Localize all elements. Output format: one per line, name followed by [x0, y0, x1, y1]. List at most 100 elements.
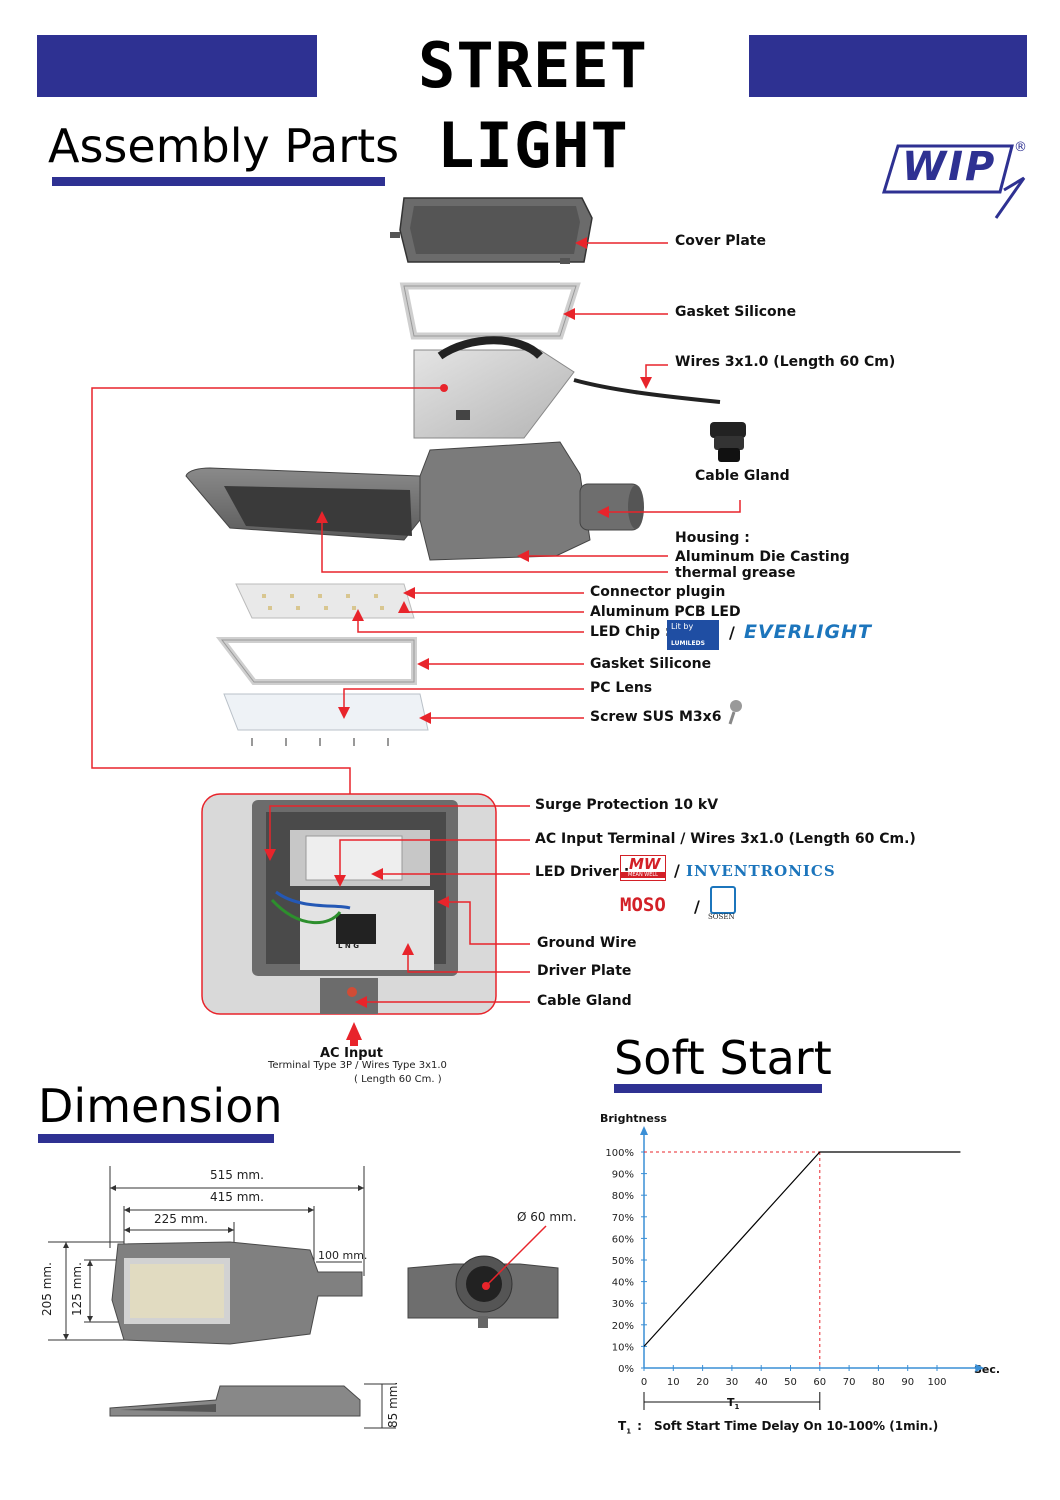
chart-ylabel: Brightness [600, 1112, 667, 1125]
label-led-driver: LED Driver : [535, 864, 630, 880]
x-tick-label: 50 [784, 1377, 797, 1388]
lumileds-lit-by: Lit by [671, 622, 694, 631]
meanwell-logo: MW MEAN WELL [620, 855, 666, 881]
inventronics-logo: INVENTRONICS [686, 862, 836, 880]
housing-image [185, 441, 644, 561]
chart-xlabel: Sec. [974, 1363, 1001, 1376]
y-tick-label: 90% [612, 1170, 634, 1181]
x-tick-label: 100 [927, 1377, 946, 1388]
label-aluminum-pcb: Aluminum PCB LED [590, 604, 741, 620]
header-bar-left [37, 35, 317, 97]
label-screw: Screw SUS M3x6 [590, 709, 722, 725]
lumileds-name: LUMILEDS [671, 640, 705, 647]
x-tick-label: 80 [872, 1377, 885, 1388]
label-cable-gland-bottom: Cable Gland [537, 993, 632, 1009]
header-bar-right [749, 35, 1027, 97]
label-connector-plugin: Connector plugin [590, 584, 726, 600]
y-tick-label: 70% [612, 1213, 634, 1224]
ac-input-title: AC Input [320, 1046, 383, 1061]
label-housing-1: Housing : [675, 530, 750, 546]
y-tick-label: 50% [612, 1256, 634, 1267]
y-tick-label: 100% [605, 1148, 634, 1159]
x-tick-label: 90 [901, 1377, 914, 1388]
front-view-image [407, 1255, 559, 1328]
dim-85: 85 mm. [386, 1381, 400, 1428]
x-tick-label: 60 [813, 1377, 826, 1388]
label-ground-wire: Ground Wire [537, 935, 637, 951]
pcb-image [235, 583, 415, 619]
y-tick-label: 10% [612, 1342, 634, 1353]
slash-led-chip: / [729, 623, 735, 642]
driver-box-image [201, 793, 497, 1015]
meanwell-mark: MW [629, 855, 661, 873]
ac-input-line1: Terminal Type 3P / Wires Type 3x1.0 [268, 1060, 447, 1071]
wip-logo-text: WIP [902, 144, 997, 190]
slash-driver-2: / [694, 897, 700, 916]
dim-125: 125 mm. [70, 1262, 84, 1316]
y-tick-label: 80% [612, 1191, 634, 1202]
assembly-parts-title: Assembly Parts [48, 119, 400, 173]
label-driver-plate: Driver Plate [537, 963, 632, 979]
label-housing-3: thermal grease [675, 565, 796, 581]
everlight-logo: EVERLIGHT [744, 621, 872, 643]
chart-t1-letter: T [727, 1396, 735, 1409]
chart-note-colon: : [637, 1419, 642, 1433]
dim-diameter: Ø 60 mm. [517, 1210, 577, 1224]
y-tick-label: 30% [612, 1299, 634, 1310]
side-view-image [109, 1385, 361, 1417]
gasket-top-image [399, 282, 581, 340]
label-cable-gland-top: Cable Gland [695, 468, 790, 484]
label-cover-plate: Cover Plate [675, 233, 766, 249]
y-axis-arrow [640, 1126, 648, 1135]
dim-515: 515 mm. [210, 1168, 264, 1182]
screw-image [728, 700, 742, 725]
chart-note-label: T1: [618, 1418, 642, 1440]
lumileds-logo: Lit by LUMILEDS [667, 620, 719, 650]
label-led-chip: LED Chip : [590, 624, 671, 640]
label-ac-input-terminal: AC Input Terminal / Wires 3x1.0 (Length … [535, 831, 916, 847]
y-tick-label: 20% [612, 1321, 634, 1332]
x-tick-label: 30 [726, 1377, 739, 1388]
dimension-underline [38, 1134, 274, 1143]
cover-plate-image [390, 197, 593, 264]
x-tick-label: 70 [843, 1377, 856, 1388]
x-tick-label: 0 [641, 1377, 647, 1388]
dimension-title: Dimension [38, 1079, 283, 1133]
x-tick-label: 10 [667, 1377, 680, 1388]
soft-start-title: Soft Start [614, 1031, 832, 1085]
dim-415: 415 mm. [210, 1190, 264, 1204]
label-surge-protection: Surge Protection 10 kV [535, 797, 719, 813]
brightness-line [643, 1151, 961, 1347]
pc-lens-image [223, 693, 429, 746]
assembly-underline [52, 177, 385, 186]
chart-note-sub: 1 [626, 1427, 632, 1436]
chart-note-letter: T [618, 1419, 627, 1433]
chart-t1: T1 [727, 1394, 739, 1416]
x-tick-label: 40 [755, 1377, 768, 1388]
slash-driver-1: / [674, 861, 680, 880]
label-gasket-silicone-bottom: Gasket Silicone [590, 656, 712, 672]
dim-225: 225 mm. [154, 1212, 208, 1226]
label-wires: Wires 3x1.0 (Length 60 Cm) [675, 354, 896, 370]
gasket-bottom-image [215, 637, 417, 685]
label-pc-lens: PC Lens [590, 680, 653, 696]
sosen-logo-icon [710, 886, 736, 914]
x-tick-label: 20 [696, 1377, 709, 1388]
y-tick-label: 60% [612, 1234, 634, 1245]
y-tick-label: 0% [618, 1364, 634, 1375]
label-housing-2: Aluminum Die Casting [675, 549, 850, 565]
cable-gland-image [710, 422, 746, 462]
ac-input-line2: ( Length 60 Cm. ) [354, 1074, 442, 1085]
dim-100: 100 mm. [318, 1249, 368, 1262]
soft-start-underline [614, 1084, 822, 1093]
y-tick-label: 40% [612, 1278, 634, 1289]
dim-205: 205 mm. [40, 1262, 54, 1316]
terminal-letters: L N G [338, 942, 359, 950]
chart-t1-sub: 1 [734, 1403, 740, 1412]
registered-mark: ® [1014, 140, 1027, 155]
sosen-name: SOSEN [708, 913, 735, 921]
